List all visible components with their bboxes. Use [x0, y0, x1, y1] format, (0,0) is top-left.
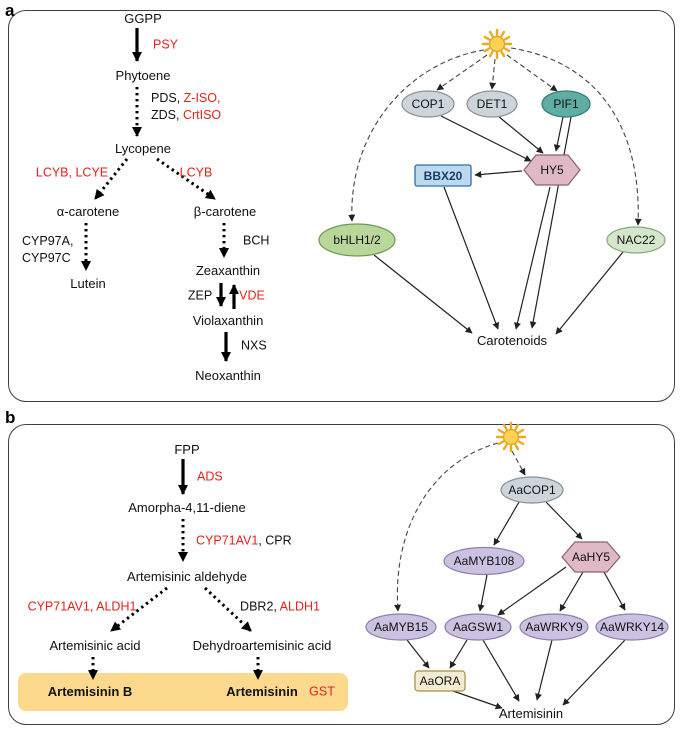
node-nac22: NAC22	[616, 232, 656, 247]
enzyme-cyp71av1-cpr: CYP71AV1, CPR	[196, 533, 292, 550]
node-det1: DET1	[476, 96, 508, 111]
enzyme-lcyb: LCYB	[179, 165, 213, 180]
enzyme-dbr2-aldh1: DBR2, ALDH1	[240, 599, 320, 616]
node-artemisinic-aldehyde: Artemisinic aldehyde	[127, 569, 247, 585]
node-alpha-carotene: α-carotene	[56, 204, 120, 220]
node-dehydroartemisinic-acid: Dehydroartemisinic acid	[192, 638, 332, 654]
node-aaora: AaORA	[419, 673, 461, 688]
node-cop1: COP1	[411, 96, 445, 111]
enzyme-lcyb-lcye: LCYB, LCYE	[35, 165, 109, 180]
node-aagsw1: AaGSW1	[452, 619, 504, 634]
enzyme-ads: ADS	[197, 469, 223, 484]
enzyme-crtiso: CrtISO	[182, 108, 222, 122]
enzyme-aldh1: ALDH1	[279, 599, 320, 614]
enzyme-pds: PDS,	[151, 91, 184, 106]
enzyme-zds: ZDS,	[151, 108, 183, 122]
enzyme-psy: PSY	[153, 37, 179, 52]
enzyme-cpr: , CPR	[258, 533, 292, 548]
enzyme-nxs: NXS	[241, 338, 267, 353]
enzyme-pds-zds-block: PDS, Z-ISO, ZDS, CrtISO	[151, 90, 221, 124]
node-phytoene: Phytoene	[115, 68, 171, 84]
enzyme-vde: VDE	[239, 288, 265, 303]
enzyme-gst: GST	[309, 684, 335, 699]
node-aacop1: AaCOP1	[508, 482, 556, 497]
node-ggpp: GGPP	[124, 11, 162, 27]
node-artemisinic-acid: Artemisinic acid	[49, 638, 141, 654]
panel-b-border	[8, 424, 675, 725]
node-pif1: PIF1	[553, 96, 579, 111]
enzyme-cyp97-block: CYP97A, CYP97C	[22, 233, 73, 267]
node-hy5: HY5	[540, 162, 564, 177]
node-artemisinin-product: Artemisinin	[226, 684, 298, 700]
node-aamyb15: AaMYB15	[373, 619, 429, 634]
node-lutein: Lutein	[70, 276, 106, 292]
enzyme-zep: ZEP	[187, 288, 213, 303]
panel-a-border	[8, 10, 675, 402]
node-bbx20: BBX20	[423, 168, 463, 183]
node-bhlh12: bHLH1/2	[333, 232, 381, 247]
node-fpp: FPP	[174, 442, 200, 458]
node-beta-carotene: β-carotene	[193, 204, 257, 220]
enzyme-cyp97c: CYP97C	[22, 251, 71, 265]
enzyme-cyp97a: CYP97A,	[22, 234, 74, 249]
node-aamyb108: AaMYB108	[453, 553, 515, 568]
node-carotenoids: Carotenoids	[476, 333, 548, 349]
node-lycopene: Lycopene	[115, 141, 171, 157]
node-aawrky14: AaWRKY14	[599, 619, 665, 634]
node-amorphadiene: Amorpha-4,11-diene	[128, 500, 246, 516]
enzyme-bch: BCH	[243, 233, 270, 248]
panel-b-label: b	[5, 408, 16, 427]
node-aahy5: AaHY5	[571, 549, 611, 564]
enzyme-dbr2: DBR2,	[240, 599, 280, 614]
artemisinin-products-box	[18, 673, 348, 711]
node-artemisinin-target: Artemisinin	[498, 706, 564, 722]
enzyme-cyp71av1: CYP71AV1	[196, 533, 259, 548]
node-neoxanthin: Neoxanthin	[195, 368, 261, 384]
node-artemisinin-b: Artemisinin B	[47, 684, 133, 700]
panel-a-label: a	[5, 1, 15, 20]
enzyme-cyp71av1-aldh1: CYP71AV1, ALDH1	[27, 599, 137, 614]
enzyme-ziso: Z-ISO,	[183, 91, 221, 106]
node-aawrky9: AaWRKY9	[525, 619, 583, 634]
node-zeaxanthin: Zeaxanthin	[195, 263, 261, 279]
node-violaxanthin: Violaxanthin	[192, 313, 264, 329]
